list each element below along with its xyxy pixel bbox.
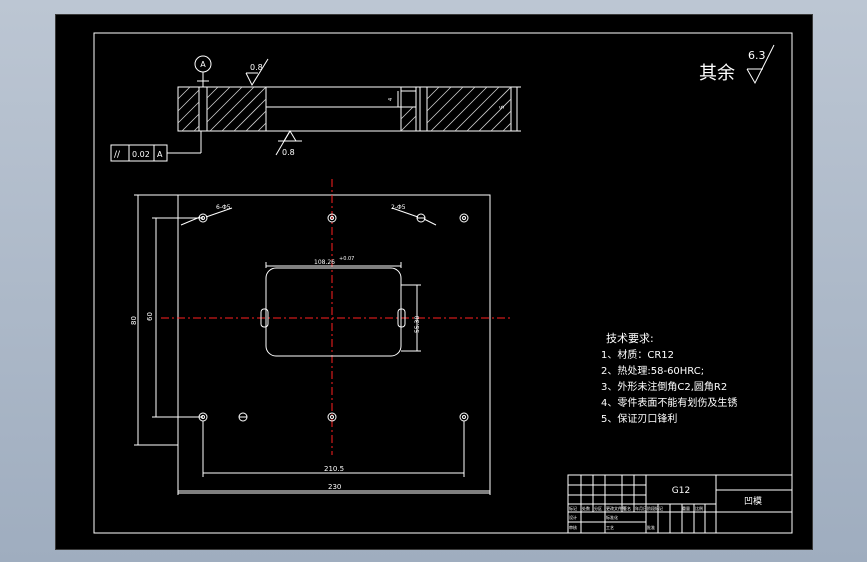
side-slot-dim: 4 [388,98,394,101]
tech-item: 1、材质：CR12 [601,348,674,361]
title-block-label: 标准化 [606,514,618,520]
roughness-other-value: 6.3 [748,49,766,62]
datum-letter: A [200,60,206,69]
section-outline [177,86,512,132]
parallelism-datum: A [157,150,163,159]
parallelism-symbol: // [114,150,121,160]
title-block-label: 重量 [682,505,690,511]
dim-outer-width: 230 [328,483,341,491]
hole-callout-right: 2-Φ5 [391,204,406,211]
title-block-label: 处数 [582,505,590,511]
tech-item: 2、热处理:58-60HRC; [601,364,704,377]
parallelism-frame: // 0.02 A [110,131,202,162]
tech-title: 技术要求: [606,332,654,345]
title-block-label: 工艺 [606,525,614,530]
dim-outer-height: 80 [130,316,138,325]
parallelism-tolerance: 0.02 [132,150,150,159]
roughness-symbol-bottom: 0.8 [275,130,302,157]
title-block-label: 批准 [647,524,655,530]
section-view: 5 4 [177,86,521,132]
title-block-label: 阶段标记 [647,505,663,511]
datum-symbol: A [194,55,212,87]
tech-item: 5、保证刃口锋利 [601,412,677,425]
plan-view: 6-Φ5 2-Φ5 108.26 +0.07 55.38 210.5 230 8… [130,179,510,495]
hole-callout-left: 6-Φ5 [216,204,231,211]
roughness-symbol-top: 0.8 [245,58,269,87]
title-block-label: 分区 [594,505,602,511]
title-block: G12 凹模 标记 处数 分区 更改文件号 签名 年月日 设计 标准化 审核 工… [567,474,793,534]
roughness-bottom-value: 0.8 [282,148,295,157]
section-hatch-right [400,86,512,132]
cad-viewport[interactable]: 5 4 A 0.8 0.8 // 0.02 A 其余 6.3 [55,14,813,550]
part-code: G12 [672,486,690,496]
drawing-canvas: 5 4 A 0.8 0.8 // 0.02 A 其余 6.3 [93,32,793,534]
title-block-label: 签名 [623,505,631,511]
part-name: 凹模 [744,496,762,507]
roughness-other-label: 其余 [699,63,735,84]
die-cavity [265,267,402,357]
title-block-label: 设计 [569,514,577,520]
dim-cavity-width: 108.26 [314,259,335,266]
title-block-label: 审核 [569,524,577,530]
hole-pattern [198,213,469,422]
tech-requirements: 技术要求: 1、材质：CR12 2、热处理:58-60HRC; 3、外形未注倒角… [601,332,737,425]
dim-cavity-height: 55.38 [414,316,421,333]
tech-item: 4、零件表面不能有划伤及生锈 [601,396,737,409]
title-block-label: 标记 [569,505,577,511]
general-roughness-note: 其余 6.3 [699,44,775,85]
roughness-top-value: 0.8 [250,63,263,72]
dim-hole-span-x: 210.5 [324,465,344,473]
dim-hole-span-y: 60 [146,312,154,321]
dim-cavity-tol: +0.07 [339,256,354,262]
title-block-label: 年月日 [635,505,647,511]
title-block-label: 比例 [695,505,703,511]
tech-item: 3、外形未注倒角C2,圆角R2 [601,380,727,393]
section-hatch-left [177,86,267,132]
plan-outline [177,194,491,492]
side-thickness-dim: 5 [499,105,506,109]
title-block-label: 更改文件号 [606,505,626,511]
drawing-frame [93,32,793,534]
